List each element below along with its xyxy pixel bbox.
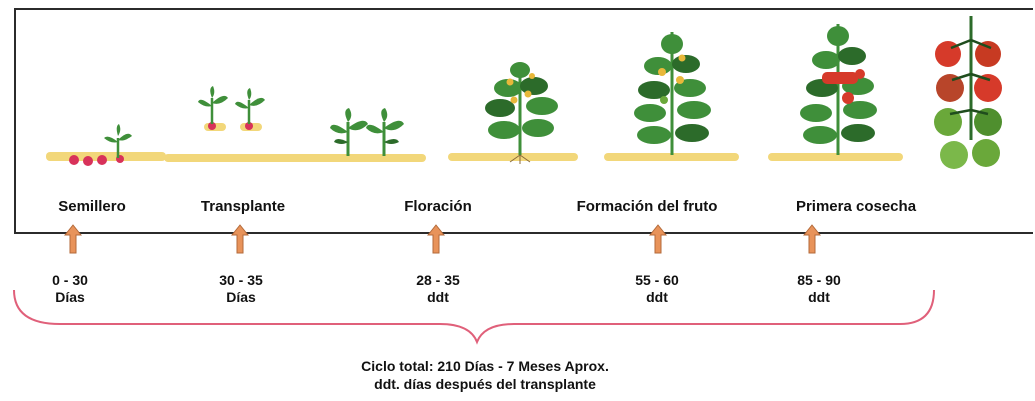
stage-label-floracion: Floración [404, 198, 472, 215]
up-arrow-icon [803, 224, 821, 254]
up-arrow-icon [64, 224, 82, 254]
ddt-definition-text: ddt. días después del transplante [374, 376, 596, 392]
duration-unit: Días [55, 289, 85, 305]
duration-range: 0 - 30 [52, 272, 88, 288]
flowering-plant [448, 62, 578, 164]
duration-formacion-fruto: 55 - 60 ddt [635, 272, 679, 306]
growth-stages-panel [14, 8, 1033, 234]
plant-illustrations [46, 16, 1002, 169]
up-arrow-icon [427, 224, 445, 254]
duration-primera-cosecha: 85 - 90 ddt [797, 272, 841, 306]
soil-strip-semillero [46, 124, 166, 166]
total-cycle-brace [13, 289, 935, 345]
up-arrow-icon [231, 224, 249, 254]
duration-transplante: 30 - 35 Días [219, 272, 263, 306]
duration-unit: ddt [646, 289, 668, 305]
duration-range: 30 - 35 [219, 272, 263, 288]
harvest-plant [768, 24, 903, 161]
tomato-cluster [934, 16, 1002, 169]
duration-unit: Días [226, 289, 256, 305]
fruiting-plant [604, 32, 739, 161]
duration-range: 85 - 90 [797, 272, 841, 288]
seedlings-transplante [164, 86, 314, 162]
duration-unit: ddt [808, 289, 830, 305]
stage-label-primera-cosecha: Primera cosecha [795, 198, 917, 215]
young-plants [296, 108, 426, 162]
duration-semillero: 0 - 30 Días [52, 272, 88, 306]
duration-floracion: 28 - 35 ddt [416, 272, 460, 306]
stage-label-semillero: Semillero [58, 198, 126, 215]
stage-label-transplante: Transplante [200, 198, 286, 215]
duration-range: 55 - 60 [635, 272, 679, 288]
stage-label-formacion-fruto: Formación del fruto [576, 198, 718, 215]
duration-range: 28 - 35 [416, 272, 460, 288]
duration-unit: ddt [427, 289, 449, 305]
up-arrow-icon [649, 224, 667, 254]
total-cycle-text: Ciclo total: 210 Días - 7 Meses Aprox. [361, 358, 609, 374]
